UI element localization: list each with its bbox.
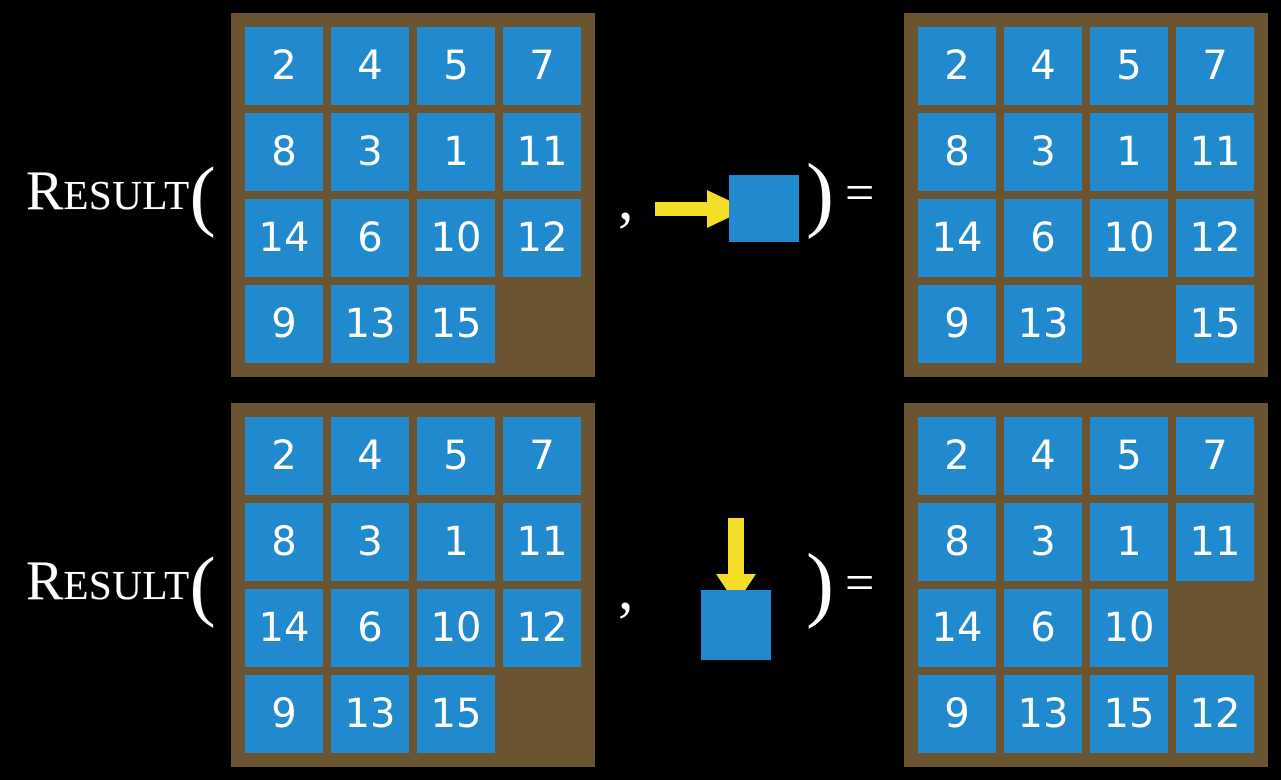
tile[interactable]: 2 (245, 27, 323, 105)
action-tile (701, 590, 771, 660)
output-board: 2 4 5 7 8 3 1 11 14 6 10 12 9 13 15 (904, 13, 1268, 377)
tile[interactable]: 9 (245, 285, 323, 363)
tile[interactable]: 14 (918, 199, 996, 277)
output-board-grid: 2 4 5 7 8 3 1 11 14 6 10 12 9 13 15 (918, 27, 1254, 363)
tile[interactable]: 9 (245, 675, 323, 753)
tile[interactable]: 8 (918, 503, 996, 581)
tile[interactable]: 10 (417, 199, 495, 277)
open-paren: ( (189, 151, 216, 238)
result-label-rest: ESULT (63, 172, 190, 218)
tile[interactable]: 11 (503, 503, 581, 581)
tile[interactable]: 15 (417, 285, 495, 363)
tile[interactable]: 15 (417, 675, 495, 753)
tile[interactable]: 4 (331, 417, 409, 495)
tile[interactable]: 10 (417, 589, 495, 667)
tile[interactable]: 13 (331, 285, 409, 363)
close-paren: ) (806, 147, 834, 240)
tile[interactable]: 3 (1004, 113, 1082, 191)
tile[interactable]: 8 (245, 503, 323, 581)
tile[interactable]: 5 (417, 417, 495, 495)
action-tile (729, 175, 799, 242)
tile[interactable]: 6 (331, 199, 409, 277)
tile[interactable]: 8 (918, 113, 996, 191)
tile[interactable]: 2 (918, 417, 996, 495)
input-board: 2 4 5 7 8 3 1 11 14 6 10 12 9 13 15 (231, 403, 595, 767)
input-board: 2 4 5 7 8 3 1 11 14 6 10 12 9 13 15 (231, 13, 595, 377)
tile[interactable]: 15 (1176, 285, 1254, 363)
comma-separator: , (618, 555, 634, 623)
tile[interactable]: 12 (503, 589, 581, 667)
tile[interactable]: 10 (1090, 589, 1168, 667)
tile[interactable]: 2 (245, 417, 323, 495)
arrow-right-icon (655, 190, 747, 228)
tile[interactable]: 7 (1176, 27, 1254, 105)
result-label: RESULT( (26, 546, 216, 624)
result-label: RESULT( (26, 156, 216, 234)
tile[interactable]: 15 (1090, 675, 1168, 753)
tile[interactable]: 6 (1004, 199, 1082, 277)
tile[interactable]: 2 (918, 27, 996, 105)
tile[interactable]: 11 (503, 113, 581, 191)
tile[interactable]: 5 (1090, 27, 1168, 105)
tile[interactable]: 7 (1176, 417, 1254, 495)
equation-row: RESULT( 2 4 5 7 8 3 1 11 14 6 10 12 9 13… (0, 390, 1281, 780)
blank-tile (503, 675, 581, 753)
tile[interactable]: 13 (1004, 675, 1082, 753)
tile[interactable]: 8 (245, 113, 323, 191)
tile[interactable]: 9 (918, 285, 996, 363)
tile[interactable]: 1 (417, 503, 495, 581)
tile[interactable]: 4 (1004, 27, 1082, 105)
tile[interactable]: 12 (1176, 675, 1254, 753)
tile[interactable]: 14 (918, 589, 996, 667)
tile[interactable]: 3 (331, 113, 409, 191)
tile[interactable]: 3 (1004, 503, 1082, 581)
tile[interactable]: 3 (331, 503, 409, 581)
result-label-rest: ESULT (63, 562, 190, 608)
equation-row: RESULT( 2 4 5 7 8 3 1 11 14 6 10 12 9 13… (26, 13, 1268, 377)
blank-tile (1090, 285, 1168, 363)
tile[interactable]: 7 (503, 27, 581, 105)
tile[interactable]: 14 (245, 199, 323, 277)
tile[interactable]: 6 (331, 589, 409, 667)
arrow-down-icon (716, 518, 756, 604)
tile[interactable]: 1 (1090, 503, 1168, 581)
tile[interactable]: 11 (1176, 113, 1254, 191)
input-board-grid: 2 4 5 7 8 3 1 11 14 6 10 12 9 13 15 (245, 417, 581, 753)
tile[interactable]: 11 (1176, 503, 1254, 581)
tile[interactable]: 4 (331, 27, 409, 105)
close-paren: ) (806, 537, 834, 630)
tile[interactable]: 9 (918, 675, 996, 753)
tile[interactable]: 6 (1004, 589, 1082, 667)
tile[interactable]: 12 (503, 199, 581, 277)
result-label-initial: R (26, 160, 64, 222)
blank-tile (1176, 589, 1254, 667)
open-paren: ( (189, 541, 216, 628)
tile[interactable]: 14 (245, 589, 323, 667)
blank-tile (503, 285, 581, 363)
tile[interactable]: 13 (1004, 285, 1082, 363)
comma-separator: , (618, 165, 634, 233)
tile[interactable]: 5 (417, 27, 495, 105)
output-board-grid: 2 4 5 7 8 3 1 11 14 6 10 9 13 15 12 (918, 417, 1254, 753)
input-board-grid: 2 4 5 7 8 3 1 11 14 6 10 12 9 13 15 (245, 27, 581, 363)
tile[interactable]: 12 (1176, 199, 1254, 277)
tile[interactable]: 7 (503, 417, 581, 495)
tile[interactable]: 1 (417, 113, 495, 191)
tile[interactable]: 13 (331, 675, 409, 753)
tile[interactable]: 5 (1090, 417, 1168, 495)
tile[interactable]: 10 (1090, 199, 1168, 277)
equals-sign: = (845, 165, 875, 222)
tile[interactable]: 1 (1090, 113, 1168, 191)
tile[interactable]: 4 (1004, 417, 1082, 495)
output-board: 2 4 5 7 8 3 1 11 14 6 10 9 13 15 12 (904, 403, 1268, 767)
equals-sign: = (845, 555, 875, 612)
result-label-initial: R (26, 550, 64, 612)
